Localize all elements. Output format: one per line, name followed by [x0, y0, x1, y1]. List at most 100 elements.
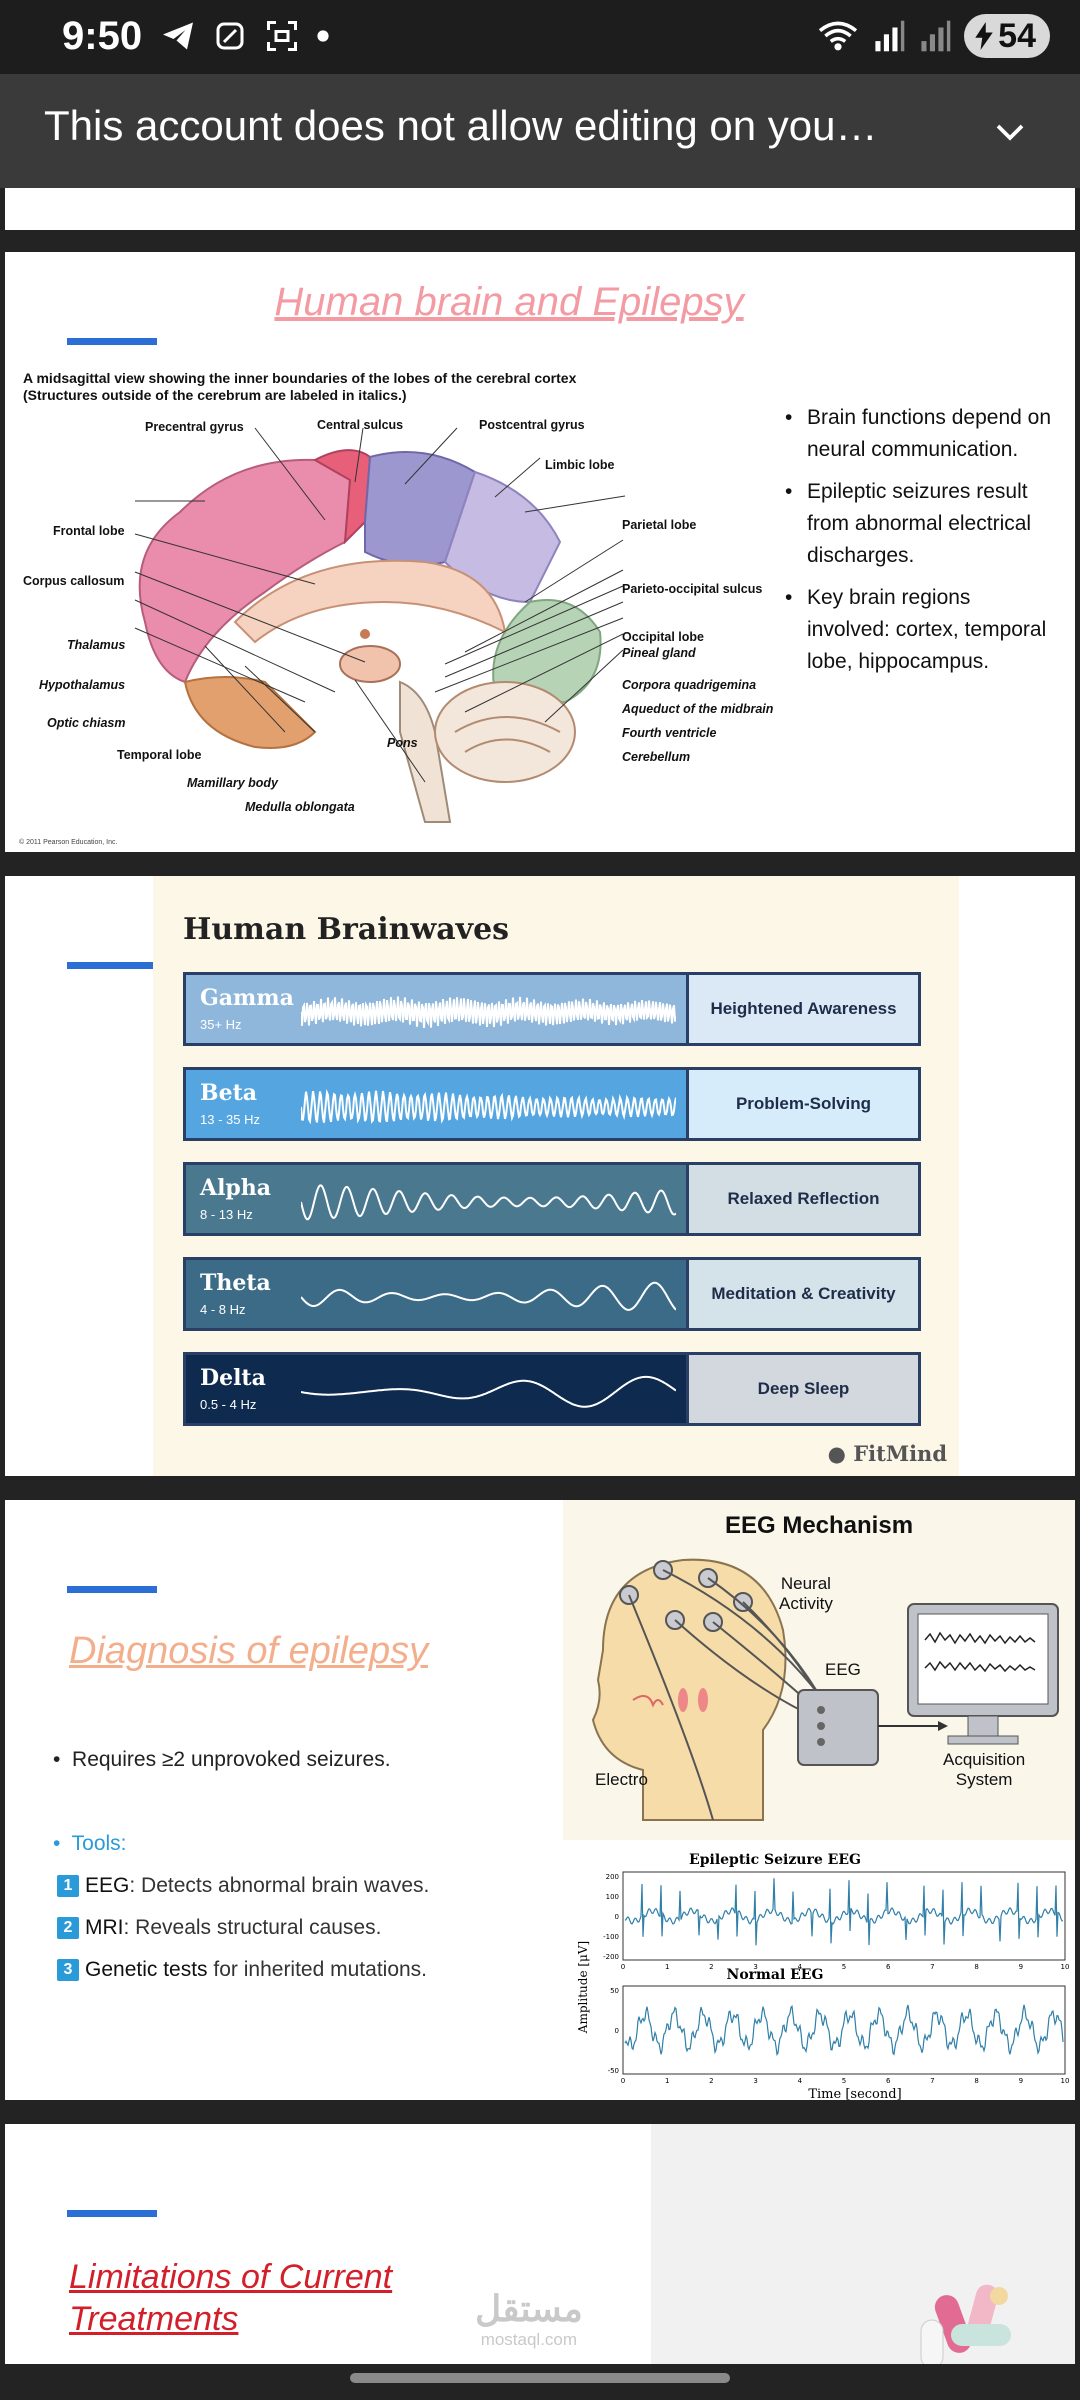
- slide-brainwaves[interactable]: Human Brainwaves Gamma 35+ Hz Heightened A…: [5, 876, 1075, 1476]
- number-badge: 3: [57, 1959, 79, 1981]
- epileptic-xtick: 7: [930, 1963, 934, 1971]
- wave-frequency: 8 - 13 Hz: [200, 1207, 253, 1222]
- wave-name: Theta: [200, 1270, 271, 1296]
- normal-ytick: -50: [608, 2067, 619, 2075]
- title-line-2: Treatments: [69, 2300, 239, 2338]
- epileptic-frame: [622, 1871, 1066, 1961]
- normal-trace: [624, 2004, 1064, 2056]
- read-only-banner[interactable]: This account does not allow editing on y…: [0, 74, 1080, 188]
- tool-name: EEG: [85, 1874, 130, 1897]
- wave-band: Theta 4 - 8 Hz: [186, 1260, 686, 1328]
- figure-caption: A midsagittal view showing the inner bou…: [23, 370, 576, 404]
- caption-line-2: (Structures outside of the cerebrum are …: [23, 387, 407, 403]
- label-postcentral: Postcentral gyrus: [479, 418, 585, 432]
- wave-description: Relaxed Reflection: [686, 1165, 918, 1233]
- label-optic: Optic chiasm: [47, 716, 126, 730]
- tool-name: MRI: [85, 1916, 124, 1939]
- number-badge: 1: [57, 1875, 79, 1897]
- epileptic-xtick: 10: [1061, 1963, 1070, 1971]
- brainwaves-figure: Human Brainwaves Gamma 35+ Hz Heightened A…: [153, 876, 959, 1476]
- normal-xtick: 9: [1019, 2077, 1023, 2085]
- epileptic-xtick: 1: [665, 1963, 669, 1971]
- epileptic-ytick: -100: [603, 1933, 619, 1941]
- label-medulla: Medulla oblongata: [245, 800, 355, 814]
- slide-title: Human brain and Epilepsy: [274, 280, 744, 324]
- status-bar: 9:50 54: [0, 0, 1080, 74]
- tools-heading: • Tools:: [53, 1832, 127, 1855]
- bullet-item: Epileptic seizures result from abnormal …: [785, 476, 1055, 572]
- normal-xtick: 1: [665, 2077, 669, 2085]
- screenshot-icon: [267, 21, 297, 51]
- eeg-chart-svg: Amplitude [μV] Epileptic Seizure EEG Nor…: [576, 1852, 1070, 2100]
- wave-frequency: 35+ Hz: [200, 1017, 242, 1032]
- tool-item: 1 EEG: Detects abnormal brain waves.: [57, 1874, 429, 1898]
- wave-frequency: 4 - 8 Hz: [200, 1302, 246, 1317]
- brainwave-row-gamma: Gamma 35+ Hz Heightened Awareness: [183, 972, 921, 1046]
- brainwaves-title: Human Brainwaves: [183, 912, 510, 947]
- label-thalamus: Thalamus: [67, 638, 126, 652]
- wave-line: [301, 1281, 676, 1311]
- epileptic-ytick: 200: [606, 1873, 619, 1881]
- normal-ytick: 0: [615, 2027, 619, 2035]
- wave-band: Delta 0.5 - 4 Hz: [186, 1355, 686, 1423]
- label-pineal: Pineal gland: [622, 646, 696, 660]
- title-accent-bar: [67, 338, 157, 345]
- brainwave-row-theta: Theta 4 - 8 Hz Meditation & Creativity: [183, 1257, 921, 1331]
- banner-message: This account does not allow editing on y…: [44, 102, 878, 149]
- epileptic-xtick: 0: [621, 1963, 625, 1971]
- wave-description: Deep Sleep: [686, 1355, 918, 1423]
- wave-path: [301, 1281, 676, 1311]
- bullet-item: Brain functions depend on neural communi…: [785, 402, 1055, 466]
- battery-indicator: 54: [964, 14, 1050, 58]
- slide-brain-epilepsy[interactable]: Human brain and Epilepsy A midsagittal v…: [5, 252, 1075, 852]
- wave-description: Meditation & Creativity: [686, 1260, 918, 1328]
- brain-diagram: [134, 427, 626, 823]
- wave-path: [301, 1088, 676, 1125]
- wave-description: Heightened Awareness: [686, 975, 918, 1043]
- status-time: 9:50: [62, 14, 143, 58]
- wave-name: Delta: [200, 1365, 266, 1391]
- copyright-text: © 2011 Pearson Education, Inc.: [19, 839, 118, 846]
- normal-xtick: 5: [842, 2077, 846, 2085]
- chevron-down-icon[interactable]: [992, 114, 1028, 150]
- epileptic-ytick: -200: [603, 1953, 619, 1961]
- label-fourth: Fourth ventricle: [622, 726, 717, 740]
- wave-frequency: 0.5 - 4 Hz: [200, 1397, 257, 1412]
- wave-line: [301, 1088, 676, 1125]
- epileptic-ytick: 0: [615, 1913, 619, 1921]
- epileptic-ytick: 100: [606, 1893, 619, 1901]
- wave-name: Gamma: [200, 985, 294, 1011]
- wifi-icon: [819, 21, 858, 51]
- wave-name: Beta: [200, 1080, 258, 1106]
- wave-line: [301, 1184, 676, 1221]
- title-accent-bar: [67, 1586, 157, 1593]
- normal-xtick: 6: [886, 2077, 891, 2085]
- label-pons: Pons: [387, 736, 418, 750]
- wave-path: [301, 1184, 676, 1221]
- requirement-bullet: • Requires ≥2 unprovoked seizures.: [53, 1748, 391, 1771]
- epileptic-xtick: 9: [1019, 1963, 1023, 1971]
- slide-limitations[interactable]: Limitations of Current Treatments مستقل …: [5, 2124, 1075, 2364]
- tool-desc: : Detects abnormal brain waves.: [129, 1874, 430, 1897]
- title-accent-bar: [67, 2210, 157, 2217]
- wave-path: [301, 996, 676, 1028]
- label-cerebellum: Cerebellum: [622, 750, 691, 764]
- gesture-nav-bar[interactable]: [350, 2373, 730, 2383]
- label-precentral: Precentral gyrus: [145, 420, 244, 434]
- normal-frame: [622, 1985, 1066, 2075]
- pills-image: [651, 2124, 1075, 2364]
- label-parieto: Parieto-occipital sulcus: [622, 582, 763, 596]
- label-parietal: Parietal lobe: [622, 518, 697, 532]
- normal-xtick: 3: [753, 2077, 757, 2085]
- slide-previous[interactable]: [5, 188, 1075, 230]
- caption-line-1: A midsagittal view showing the inner bou…: [23, 370, 577, 386]
- battery-level: 54: [998, 16, 1036, 55]
- slide-diagnosis[interactable]: Diagnosis of epilepsy • Requires ≥2 unpr…: [5, 1500, 1075, 2100]
- bullet-list: Brain functions depend on neural communi…: [785, 402, 1055, 688]
